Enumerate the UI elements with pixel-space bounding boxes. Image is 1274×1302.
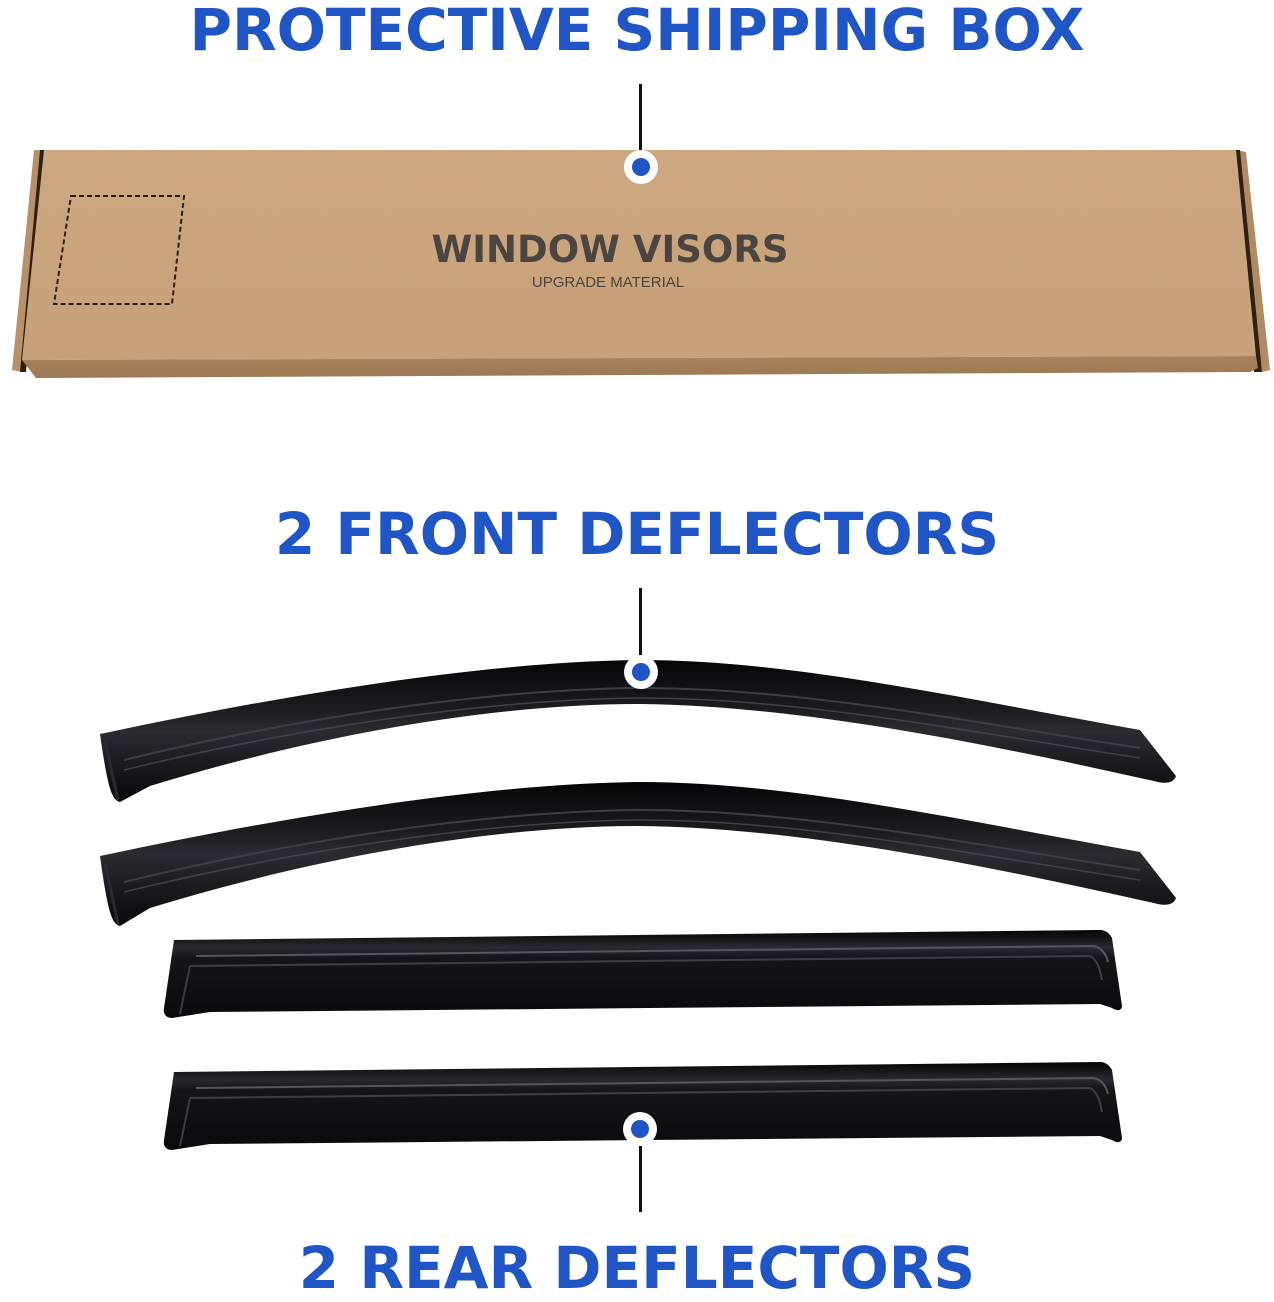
box-subtitle: UPGRADE MATERIAL: [532, 274, 684, 291]
front-deflector-2: [100, 782, 1176, 926]
callout-line-front: [639, 588, 642, 658]
pin-dot-icon: [632, 158, 650, 176]
heading-front-deflectors: 2 FRONT DEFLECTORS: [274, 500, 1000, 568]
pin-dot-icon: [631, 1120, 649, 1138]
pin-dot-icon: [632, 663, 650, 681]
box-title: WINDOW VISORS: [431, 228, 788, 271]
heading-shipping-box: PROTECTIVE SHIPPING BOX: [189, 0, 1085, 64]
callout-pin-box: [624, 150, 658, 184]
rear-deflector-2: [163, 1062, 1123, 1150]
callout-pin-front: [624, 655, 658, 689]
shipping-box: WINDOW VISORS UPGRADE MATERIAL: [12, 150, 1270, 378]
rear-deflector-1: [163, 930, 1123, 1018]
callout-line-rear: [639, 1146, 642, 1212]
heading-rear-deflectors: 2 REAR DEFLECTORS: [298, 1234, 976, 1302]
label-area: [52, 195, 186, 305]
callout-line-box: [639, 84, 642, 150]
callout-pin-rear: [623, 1112, 657, 1146]
